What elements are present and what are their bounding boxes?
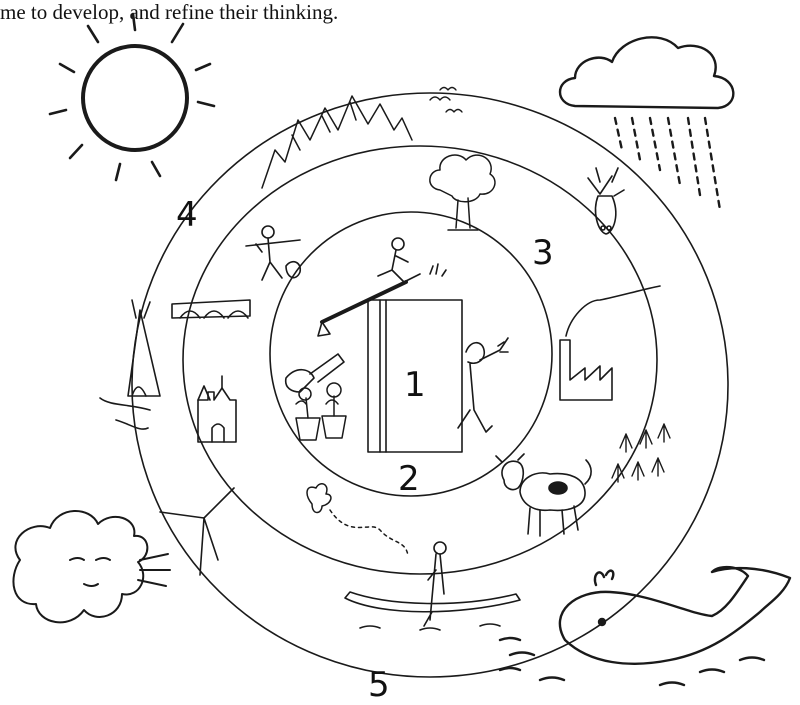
tree-icon [430,155,495,230]
moose-icon [588,168,624,234]
hunter-icon [246,226,300,280]
birds-icon [430,88,462,113]
tipi-icon [100,300,160,429]
middle-ring [183,146,657,574]
flower-pots-icon [296,383,346,440]
label-zone-2: 2 [398,459,420,499]
bridge-icon [172,300,250,318]
wind-cloud-face-icon [13,511,170,622]
factory-icon [560,286,660,400]
canoe-icon [345,542,520,630]
castle-icon [198,376,236,442]
label-zone-1: 1 [404,365,426,405]
waving-figure-icon [458,338,508,432]
runner-icon [318,238,446,336]
trowel-icon [286,354,344,392]
label-zone-4: 4 [176,195,198,235]
inner-ring [270,212,552,496]
cow-icon [496,454,591,536]
wind-turbine-icon [160,488,234,575]
sun-icon [50,14,214,180]
label-zone-5: 5 [368,665,390,705]
whale-icon [500,567,790,685]
label-zone-3: 3 [532,233,554,273]
mountains-icon [262,96,412,188]
